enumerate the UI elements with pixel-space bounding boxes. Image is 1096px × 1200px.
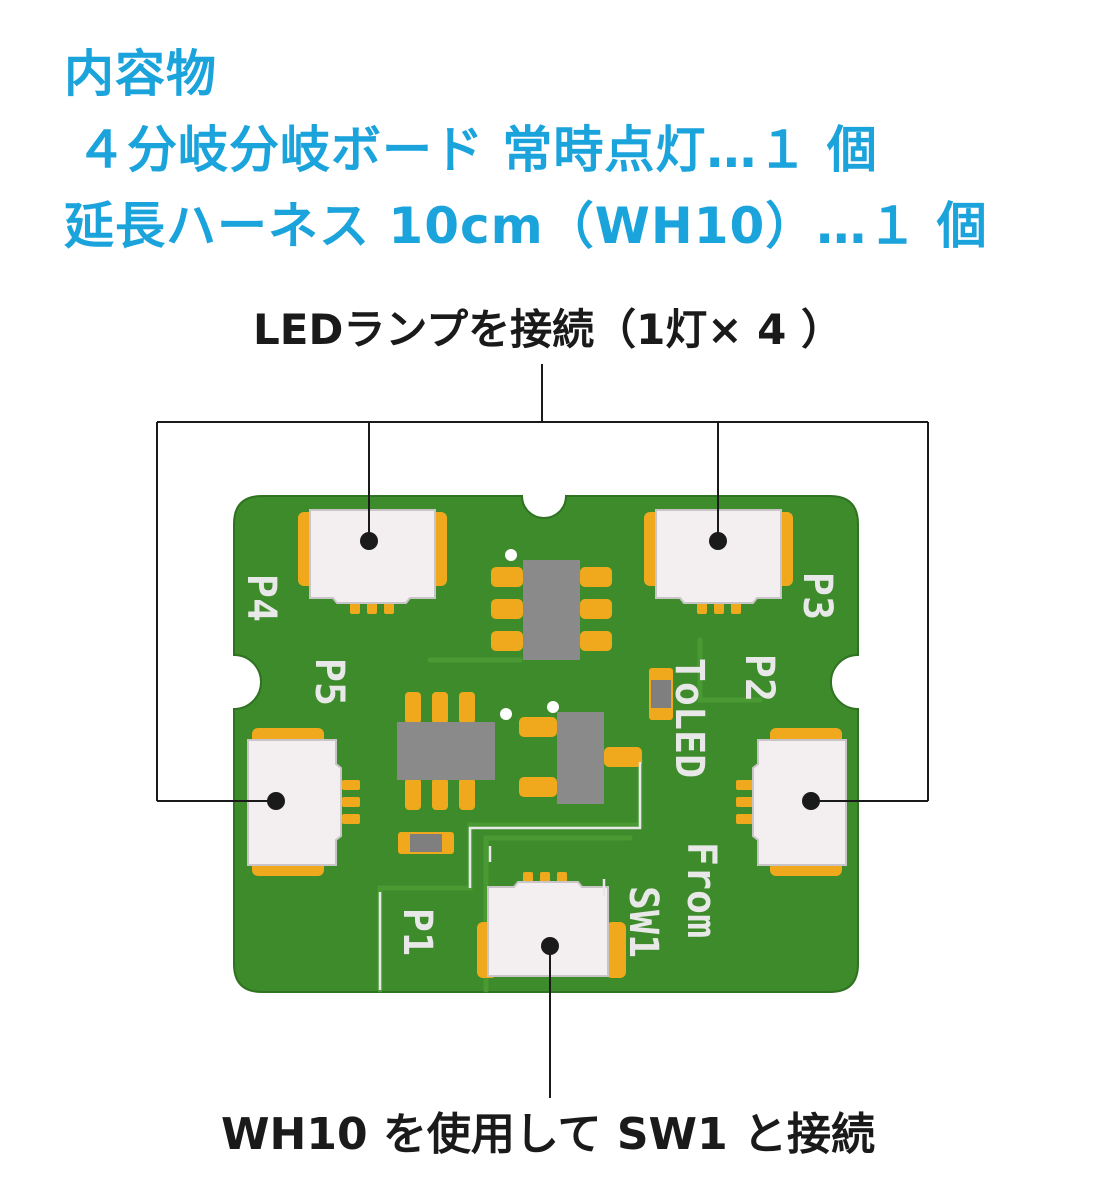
resistor-bottom bbox=[398, 832, 454, 854]
callout-dot-p4 bbox=[360, 532, 378, 550]
callout-dot-p5 bbox=[267, 792, 285, 810]
title-item-harness: 延長ハーネス 10cm（WH10）…１ 個 bbox=[64, 197, 988, 255]
silk-label-p5: P5 bbox=[306, 658, 352, 706]
silk-label-p3: P3 bbox=[794, 572, 840, 620]
sw1-callout-label: WH10 を使用して SW1 と接続 bbox=[220, 1109, 876, 1160]
pcb-board bbox=[233, 495, 859, 993]
resistor-right bbox=[649, 668, 673, 720]
silk-label-from: From bbox=[678, 842, 724, 938]
connector-p4 bbox=[298, 509, 447, 614]
silkscreen-outlines bbox=[378, 762, 642, 990]
connector-p3 bbox=[644, 509, 793, 614]
callout-dot-p1 bbox=[541, 937, 559, 955]
connector-p1 bbox=[477, 872, 626, 978]
vias bbox=[500, 549, 559, 720]
ic-chip-left bbox=[397, 692, 495, 810]
silk-label-sw1: SW1 bbox=[620, 886, 666, 958]
title-block: 内容物 ４分岐分岐ボード 常時点灯…１ 個 延長ハーネス 10cm（WH10）…… bbox=[64, 36, 988, 264]
transistor bbox=[519, 712, 642, 804]
title-heading: 内容物 bbox=[64, 45, 217, 103]
callout-dot-p3 bbox=[709, 532, 727, 550]
silk-label-p1: P1 bbox=[394, 908, 440, 956]
silk-label-p2: P2 bbox=[736, 654, 782, 702]
connector-p5 bbox=[247, 728, 360, 876]
connector-p2 bbox=[736, 728, 847, 876]
callout-dot-p2 bbox=[802, 792, 820, 810]
led-callout-label: LEDランプを接続（1灯× 4 ） bbox=[253, 305, 843, 354]
callout-lines bbox=[156, 364, 929, 1098]
silk-label-to-led: ToLED bbox=[666, 658, 712, 778]
callout-dots bbox=[267, 532, 820, 955]
title-item-board: ４分岐分岐ボード 常時点灯…１ 個 bbox=[76, 121, 878, 179]
ic-chip-top bbox=[491, 560, 612, 660]
silk-label-p4: P4 bbox=[238, 574, 284, 622]
